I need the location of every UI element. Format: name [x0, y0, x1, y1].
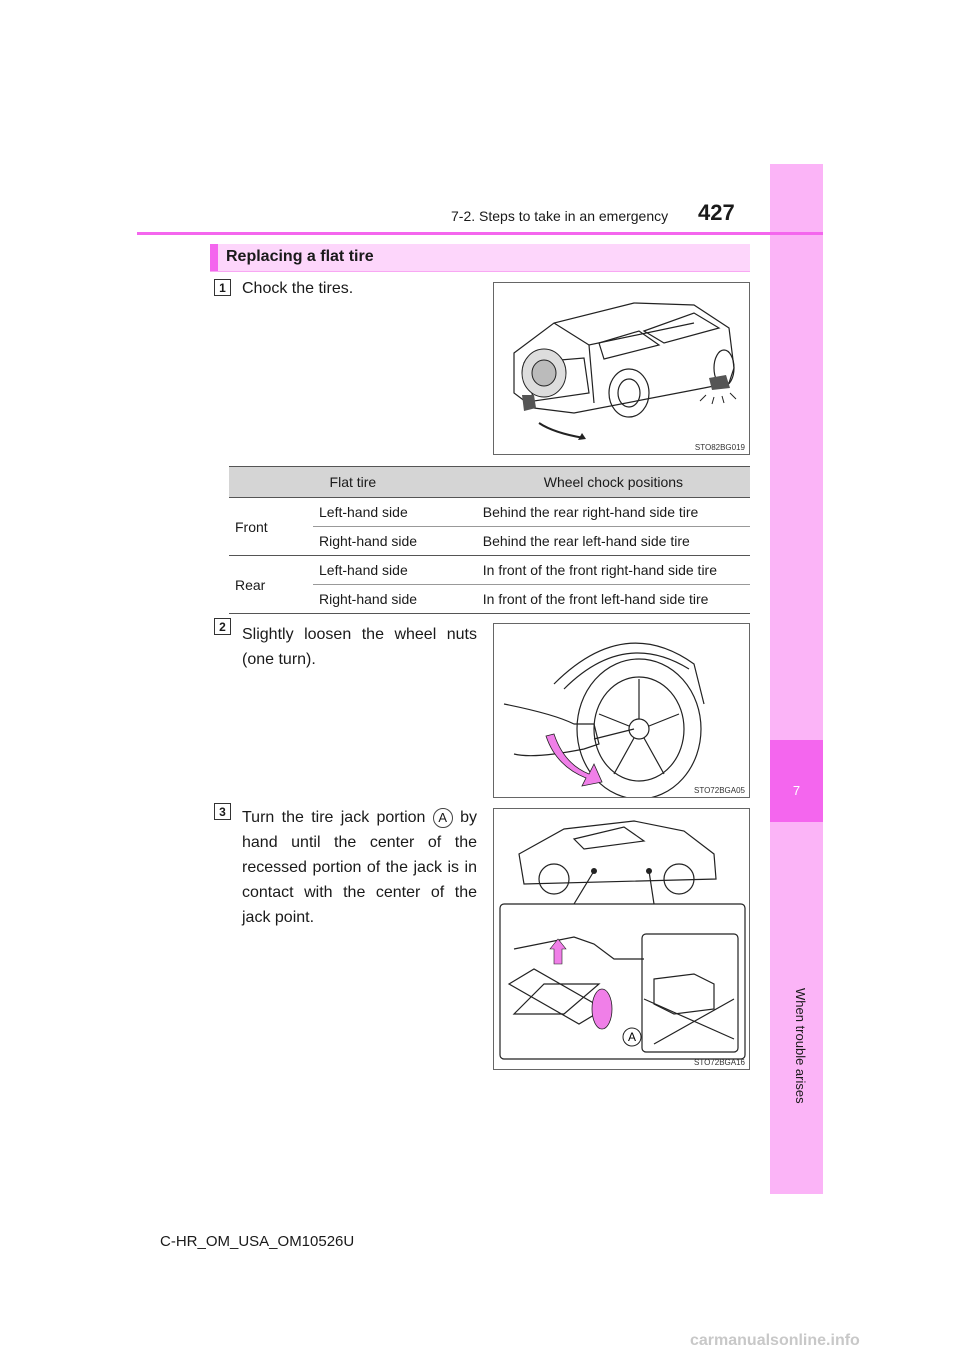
chapter-side-tab: 7 When trouble arises	[770, 164, 823, 1194]
chapter-name: When trouble arises	[793, 988, 808, 1104]
figure-code: STO82BG019	[694, 443, 745, 452]
section-heading-text: Replacing a flat tire	[226, 248, 374, 265]
step-3-text-after: by hand until the center of the recessed…	[242, 809, 477, 926]
section-heading: Replacing a flat tire	[210, 244, 750, 271]
wheel-wrench-illustration	[503, 642, 705, 797]
heading-rule	[210, 271, 750, 272]
table-cell-side: Right-hand side	[313, 526, 477, 556]
table-cell-side: Left-hand side	[313, 555, 477, 585]
figure-code: STO72BGA16	[694, 1058, 745, 1067]
figure-jack-position: A STO72BGA16	[493, 808, 750, 1070]
watermark: carmanualsonline.info	[690, 1332, 860, 1349]
table-header-flat-tire: Flat tire	[229, 466, 477, 498]
table-cell-position: In front of the front left-hand side tir…	[476, 584, 750, 614]
car-chock-illustration	[513, 302, 737, 440]
figure-callout-a: A	[628, 1030, 636, 1044]
table-cell-side: Right-hand side	[313, 584, 477, 614]
document-code: C-HR_OM_USA_OM10526U	[160, 1233, 355, 1250]
table-row: Rear Left-hand side In front of the fron…	[229, 555, 750, 614]
callout-a-marker: A	[432, 807, 453, 828]
figure-code: STO72BGA05	[694, 786, 745, 795]
page-number: 427	[698, 200, 735, 225]
table-cell-side: Left-hand side	[313, 497, 477, 527]
table-group-label: Front	[229, 497, 313, 556]
step-2-text: Slightly loosen the wheel nuts (one turn…	[242, 626, 477, 668]
table-cell-position: Behind the rear left-hand side tire	[476, 526, 750, 556]
chapter-number: 7	[792, 783, 801, 798]
table-row: Right-hand side Behind the rear left-han…	[229, 526, 750, 556]
step-1-text: Chock the tires.	[242, 280, 354, 297]
table-header-chock-positions: Wheel chock positions	[476, 466, 750, 498]
step-1-number: 1	[214, 279, 231, 296]
chapter-number-box	[770, 740, 823, 822]
table-cell-position: In front of the front right-hand side ti…	[476, 555, 750, 585]
table-row: Front Left-hand side Behind the rear rig…	[229, 497, 750, 556]
step-3-text-before: Turn the tire jack portion	[242, 809, 426, 826]
table-row: Right-hand side In front of the front le…	[229, 584, 750, 614]
step-3-text: Turn the tire jack portion A by hand unt…	[242, 805, 477, 930]
figure-loosen-nuts: STO72BGA05	[493, 623, 750, 798]
header-divider	[137, 232, 823, 235]
step-2-number: 2	[214, 618, 231, 635]
wheel-chock-table: Flat tire Wheel chock positions Front Le…	[229, 466, 750, 614]
jack-illustration: A	[499, 820, 746, 1060]
section-title: 7-2. Steps to take in an emergency	[451, 208, 669, 224]
step-3-number: 3	[214, 803, 231, 820]
figure-chock-tires: STO82BG019	[493, 282, 750, 455]
table-group-label: Rear	[229, 555, 313, 614]
table-cell-position: Behind the rear right-hand side tire	[476, 497, 750, 527]
